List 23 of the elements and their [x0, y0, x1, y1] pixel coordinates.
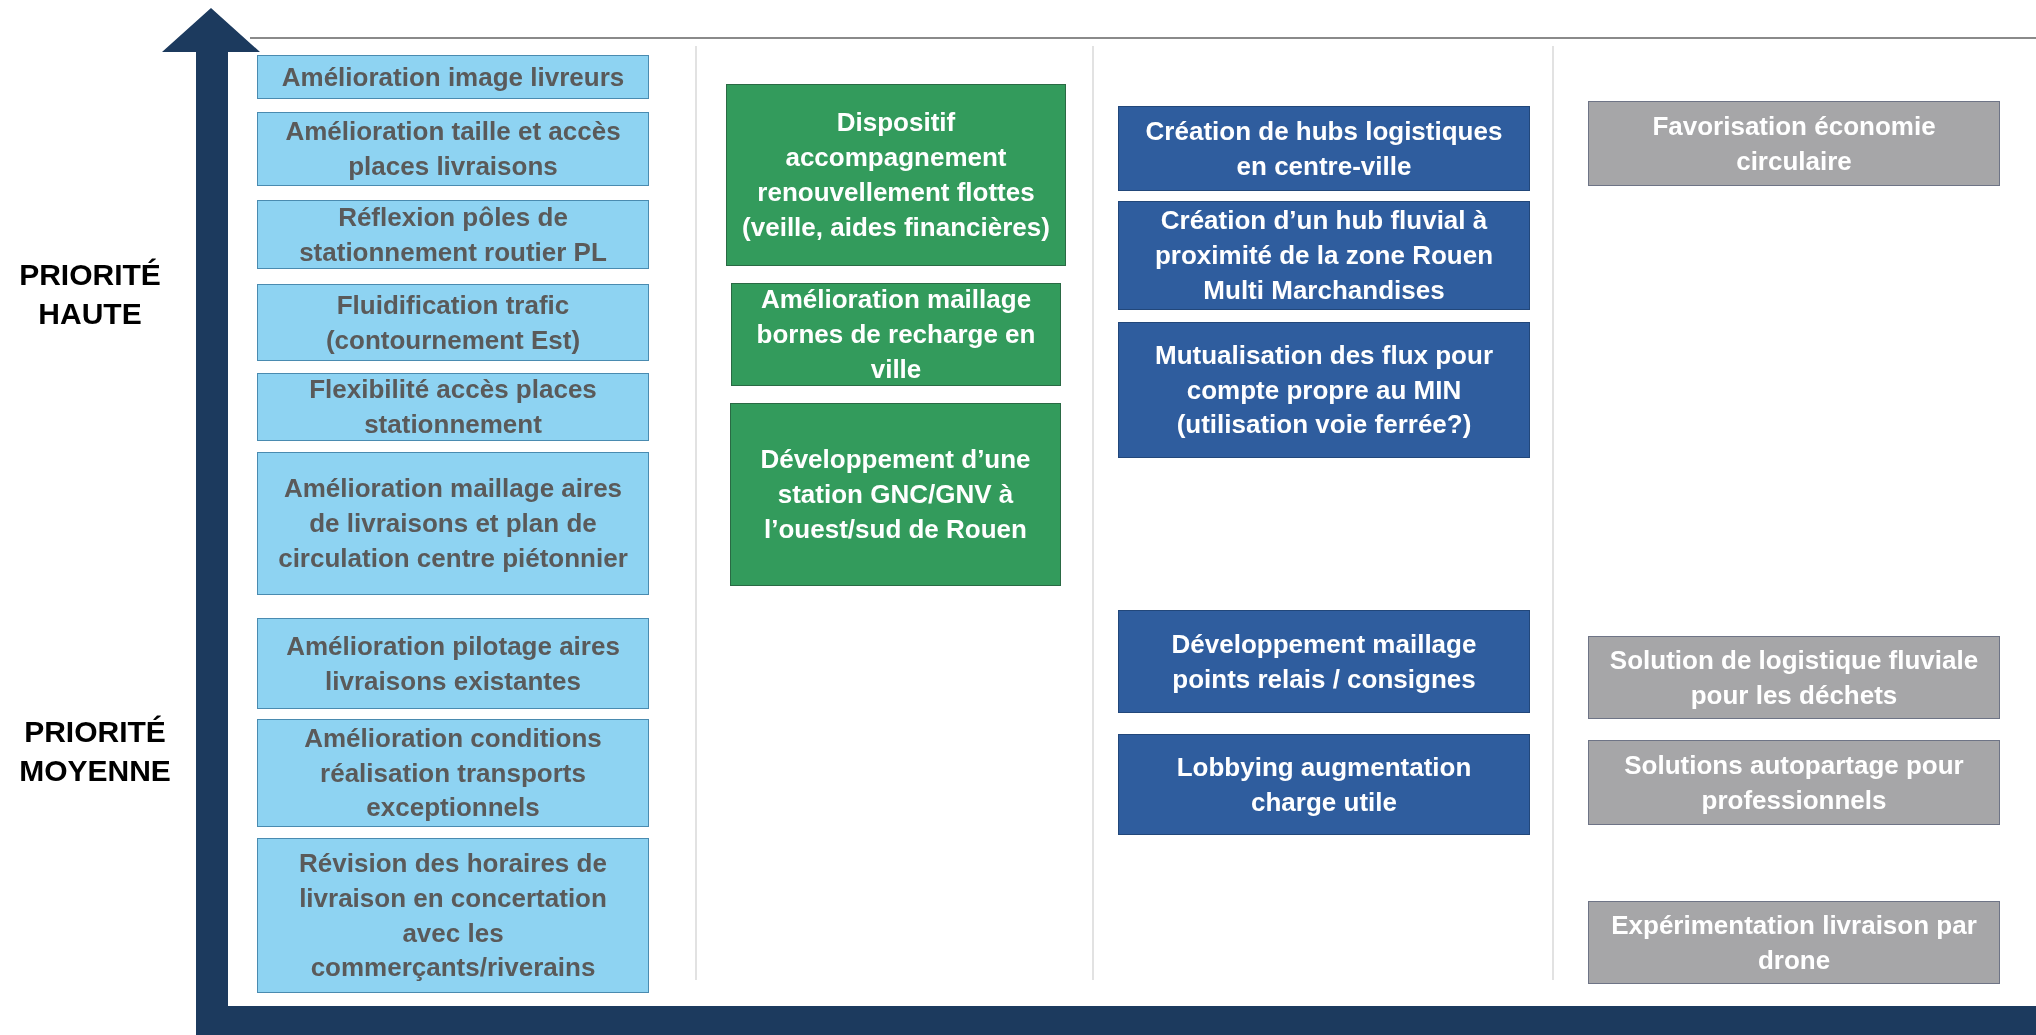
action-box: Amélioration conditions réalisation transports exceptionnels [257, 719, 649, 827]
action-box: Solution de logistique fluviale pour les déchets [1588, 636, 2000, 719]
action-box: Solutions autopartage pour professionnels [1588, 740, 2000, 825]
action-box: Amélioration maillage aires de livraisons et plan de circulation centre piétonnier [257, 452, 649, 595]
action-box: Réflexion pôles de stationnement routier PL [257, 200, 649, 269]
action-box: Amélioration taille et accès places livraisons [257, 112, 649, 186]
action-box: Fluidification trafic (contournement Est) [257, 284, 649, 361]
action-box: Développement d’une station GNC/GNV à l’ouest/sud de Rouen [730, 403, 1061, 586]
axis-label: PRIORITÉ MOYENNE [18, 714, 172, 789]
action-box: Amélioration maillage bornes de recharge en ville [731, 283, 1061, 386]
action-box: Création d’un hub fluvial à proximité de la zone Rouen Multi Marchandises [1118, 201, 1530, 310]
axis-label: PRIORITÉ HAUTE [18, 257, 162, 332]
action-box: Développement maillage points relais / consignes [1118, 610, 1530, 713]
action-box: Révision des horaires de livraison en concertation avec les commerçants/riverains [257, 838, 649, 993]
action-box: Amélioration image livreurs [257, 55, 649, 99]
action-box: Flexibilité accès places stationnement [257, 373, 649, 441]
action-box: Favorisation économie circulaire [1588, 101, 2000, 186]
action-box: Dispositif accompagnement renouvellement flottes (veille, aides financières) [726, 84, 1066, 266]
action-box: Création de hubs logistiques en centre-ville [1118, 106, 1530, 191]
action-box: Expérimentation livraison par drone [1588, 901, 2000, 984]
action-box: Amélioration pilotage aires livraisons existantes [257, 618, 649, 709]
action-box: Mutualisation des flux pour compte propre au MIN (utilisation voie ferrée?) [1118, 322, 1530, 458]
action-box: Lobbying augmentation charge utile [1118, 734, 1530, 835]
